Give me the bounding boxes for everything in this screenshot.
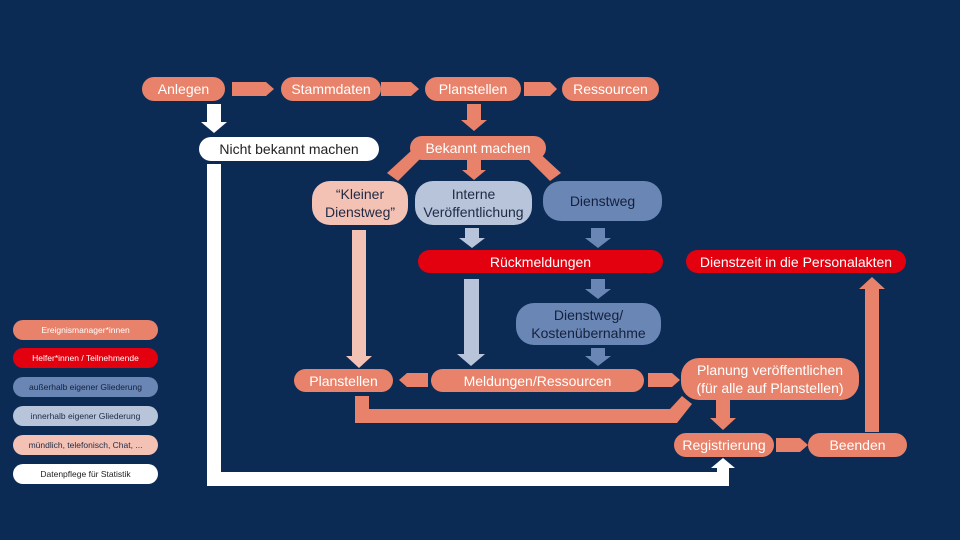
arrow-bekannt-interne xyxy=(462,160,486,180)
arrow-dienstweg-kosten-meldungen xyxy=(585,348,611,366)
arrow-beenden-dienstzeit xyxy=(859,277,885,432)
arrow-planung-registrierung xyxy=(710,400,736,430)
node-beenden[interactable]: Beenden xyxy=(808,433,907,457)
node-planstellen-bottom[interactable]: Planstellen xyxy=(294,369,393,392)
arrow-planstellen-bekannt xyxy=(461,104,487,131)
arrow-interne-rueckmeldungen xyxy=(459,228,485,248)
node-dienstzeit-personalakten[interactable]: Dienstzeit in die Personalakten xyxy=(686,250,906,273)
arrow-planstellen-planung xyxy=(355,396,692,423)
node-nicht-bekannt-machen[interactable]: Nicht bekannt machen xyxy=(199,137,379,161)
node-planstellen-top[interactable]: Planstellen xyxy=(425,77,521,101)
legend-item: mündlich, telefonisch, Chat, ... xyxy=(13,435,158,455)
node-rueckmeldungen[interactable]: Rückmeldungen xyxy=(418,250,663,273)
node-anlegen[interactable]: Anlegen xyxy=(142,77,225,101)
node-bekannt-machen[interactable]: Bekannt machen xyxy=(410,136,546,160)
arrow-bekannt-kleiner xyxy=(387,150,422,181)
node-dienstweg-kostenuebernahme[interactable]: Dienstweg/ Kostenübernahme xyxy=(516,303,661,345)
node-stammdaten[interactable]: Stammdaten xyxy=(281,77,381,101)
arrow-anlegen-stammdaten xyxy=(232,82,274,96)
arrow-kleiner-planstellen xyxy=(346,230,372,368)
legend-item: innerhalb eigener Gliederung xyxy=(13,406,158,426)
arrow-anlegen-nicht-bekannt xyxy=(201,104,227,133)
arrow-stammdaten-planstellen xyxy=(381,82,419,96)
node-registrierung[interactable]: Registrierung xyxy=(674,433,774,457)
arrow-rueckmeldungen-dienstweg-kosten xyxy=(585,279,611,299)
node-planung-veroeffentlichen[interactable]: Planung veröffentlichen (für alle auf Pl… xyxy=(681,358,859,400)
node-ressourcen[interactable]: Ressourcen xyxy=(562,77,659,101)
arrow-dienstweg-rueckmeldungen xyxy=(585,228,611,248)
node-kleiner-dienstweg[interactable]: “Kleiner Dienstweg” xyxy=(312,181,408,225)
arrow-registrierung-beenden xyxy=(776,438,808,452)
legend-item: außerhalb eigener Gliederung xyxy=(13,377,158,397)
arrow-meldungen-planung xyxy=(648,373,680,387)
arrow-meldungen-planstellen xyxy=(399,373,428,387)
node-dienstweg[interactable]: Dienstweg xyxy=(543,181,662,221)
arrow-rueckmeldungen-meldungen xyxy=(457,279,485,366)
legend-item: Helfer*innen / Teilnehmende xyxy=(13,348,158,368)
legend-item: Datenpflege für Statistik xyxy=(13,464,158,484)
arrow-planstellen-ressourcen xyxy=(524,82,557,96)
node-meldungen-ressourcen[interactable]: Meldungen/Ressourcen xyxy=(431,369,644,392)
node-interne-veroeffentlichung[interactable]: Interne Veröffentlichung xyxy=(415,181,532,225)
legend-item: Ereignismanager*innen xyxy=(13,320,158,340)
